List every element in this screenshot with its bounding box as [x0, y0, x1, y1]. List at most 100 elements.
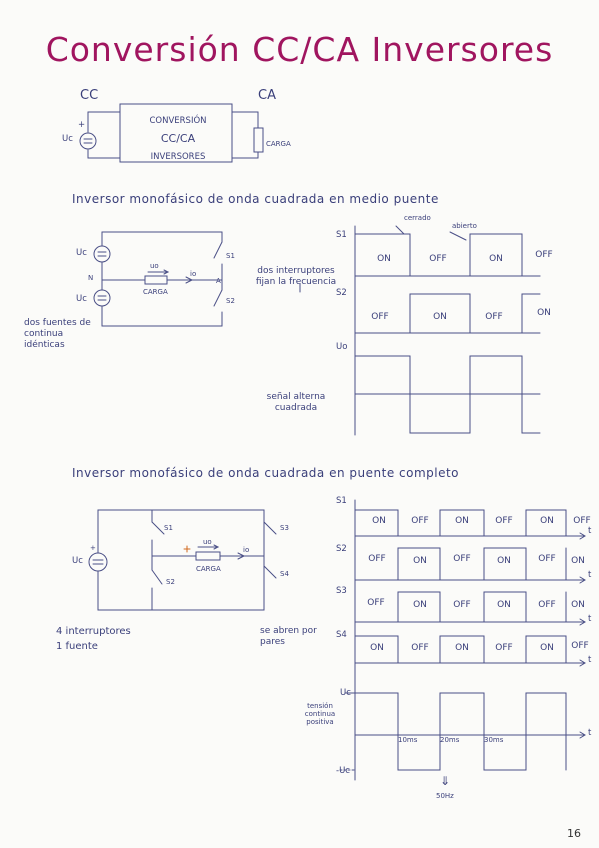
hb-load-resistor [144, 275, 168, 285]
fb-s2-state: OFF [368, 554, 386, 564]
fb-uo-label: uo [203, 538, 212, 546]
fb-s4-label: S4 [280, 570, 289, 578]
fb-note-pairs: se abren por pares [260, 626, 317, 647]
hb-s1-label: S1 [226, 252, 235, 260]
half-bridge-heading: Inversor monofásico de onda cuadrada en … [72, 192, 439, 206]
fb-period-30: 30ms [484, 736, 504, 744]
box-line-3: INVERSORES [150, 152, 206, 162]
hb-io-label: io [190, 270, 197, 278]
fb-s3-label: S3 [280, 524, 289, 532]
block-diagram [79, 103, 264, 163]
fb-switch-s1 [151, 521, 165, 535]
fb-s1-state: ON [455, 516, 469, 526]
hb-waveforms [354, 225, 541, 436]
fb-source-plus: + [90, 544, 96, 552]
hb-wave-uo-label: Uo [336, 342, 348, 352]
hb-uo-trace [354, 355, 541, 434]
conversion-box [119, 103, 233, 163]
hb-note-cerrado: cerrado [404, 214, 431, 222]
fb-period-10: 10ms [398, 736, 418, 744]
block-source-icon [79, 132, 97, 150]
fb-s4-state: OFF [571, 641, 589, 651]
fb-io-label: io [243, 546, 250, 554]
fb-s2-label: S2 [166, 578, 175, 586]
hb-switch-s2 [213, 289, 223, 307]
hb-s1-state: ON [377, 254, 391, 264]
fb-s2-state: ON [497, 556, 511, 566]
hb-s2-label: S2 [226, 297, 235, 305]
fb-s3-state: OFF [453, 600, 471, 610]
hb-upper-source-label: Uc [76, 248, 87, 258]
fb-freq-label: 50Hz [436, 792, 454, 800]
hb-s1-state: OFF [429, 254, 447, 264]
hb-wave-s1-label: S1 [336, 230, 347, 240]
full-bridge-heading: Inversor monofásico de onda cuadrada en … [72, 466, 460, 480]
fb-t-label: t [588, 728, 592, 738]
page-title: Conversión CC/CA Inversores [45, 30, 554, 69]
fb-frame [97, 509, 265, 611]
fb-s2-state: OFF [538, 554, 556, 564]
half-bridge-circuit [93, 231, 301, 327]
fb-wave-neg-uc-label: -Uc [336, 766, 350, 776]
hb-s1-state: ON [489, 254, 503, 264]
fb-wave-s2-label: S2 [336, 544, 347, 554]
fb-s4-state: ON [455, 643, 469, 653]
hb-s2-state: OFF [485, 312, 503, 322]
page-number: 16 [567, 827, 581, 840]
ca-label: CA [258, 88, 276, 103]
fb-s2-state: OFF [453, 554, 471, 564]
fb-freq-arrow: ⇓ [440, 774, 451, 788]
cc-label: CC [80, 88, 99, 103]
fb-switch-s2 [151, 569, 163, 585]
fb-s1-state: OFF [573, 516, 591, 526]
fb-s3-state: ON [497, 600, 511, 610]
fb-s1-state: OFF [411, 516, 429, 526]
fb-s1-state: ON [372, 516, 386, 526]
fb-note-source-count: 1 fuente [56, 641, 98, 652]
fb-s3-state: ON [571, 600, 585, 610]
hb-node-n: N [88, 274, 94, 282]
hb-note-abierto: abierto [452, 222, 477, 230]
fb-note-count: 4 interruptores 1 fuente [56, 624, 131, 654]
fb-note-switch-count: 4 interruptores [56, 626, 131, 637]
fb-t-label: t [588, 655, 592, 665]
fb-s4-state: OFF [411, 643, 429, 653]
hb-upper-source-icon [93, 245, 111, 263]
block-source-label: Uc [62, 134, 73, 144]
conversion-box-text: CONVERSIÓN CC/CA INVERSORES [128, 112, 228, 166]
fb-period-20: 20ms [440, 736, 460, 744]
hb-lower-source-icon [93, 289, 111, 307]
fb-s3-trace [354, 591, 567, 623]
fb-wave-s1-label: S1 [336, 496, 347, 506]
hb-s2-state: ON [537, 308, 551, 318]
fb-s1-trace [354, 509, 567, 537]
hb-s1-trace [354, 233, 541, 277]
box-line-2: CC/CA [160, 132, 196, 145]
hb-note-switches: dos interruptores fijan la frecuencia [255, 266, 337, 287]
fb-s4-state: ON [540, 643, 554, 653]
fb-s3-state: OFF [538, 600, 556, 610]
hb-lower-source-label: Uc [76, 294, 87, 304]
fb-s4-state: ON [370, 643, 384, 653]
hb-s1-state: OFF [535, 250, 553, 260]
fb-s4-state: OFF [495, 643, 513, 653]
hb-note-sources: dos fuentes de continua idénticas [24, 318, 91, 350]
hb-node-a: A [216, 277, 221, 285]
fb-output-trace [354, 692, 567, 771]
fb-t-label: t [588, 570, 592, 580]
fb-load-label: CARGA [196, 565, 221, 573]
block-source-plus: + [78, 120, 86, 130]
fb-s3-state: ON [413, 600, 427, 610]
fb-s2-trace [354, 547, 567, 581]
hb-s2-state: ON [433, 312, 447, 322]
fb-wave-s3-label: S3 [336, 586, 347, 596]
fb-source-icon [88, 552, 108, 572]
fb-t-label: t [588, 614, 592, 624]
fb-wave-s4-label: S4 [336, 630, 347, 640]
fb-s1-label: S1 [164, 524, 173, 532]
block-load-label: CARGA [266, 140, 291, 148]
fb-s2-state: ON [571, 556, 585, 566]
fb-switch-s4 [263, 565, 277, 579]
